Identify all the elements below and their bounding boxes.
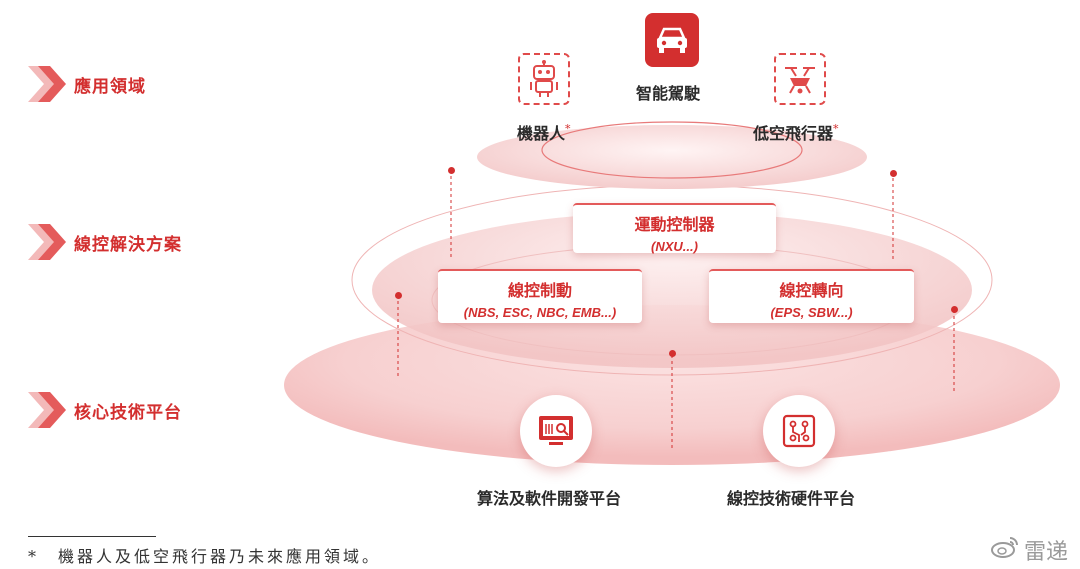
solution-products: (EPS, SBW...)	[770, 305, 853, 320]
solution-products: (NBS, ESC, NBC, EMB...)	[463, 305, 617, 320]
solution-disc	[372, 212, 972, 368]
monitor-icon	[520, 395, 592, 467]
weibo-icon	[990, 535, 1020, 565]
solution-card-brake-by-wire: 線控制動 (NBS, ESC, NBC, EMB...)	[438, 269, 642, 323]
solution-products: (NXU...)	[651, 239, 698, 254]
software-platform-label: 算法及軟件開發平台	[477, 489, 622, 508]
layer-label-solutions: 線控解決方案	[28, 222, 182, 262]
watermark-text: 雷递	[1023, 540, 1068, 565]
solution-card-steer-by-wire: 線控轉向 (EPS, SBW...)	[709, 269, 914, 323]
layer-title: 核心技術平台	[74, 402, 182, 423]
drone-label: 低空飛行器*	[753, 122, 839, 143]
drone-icon	[774, 53, 826, 105]
layer-label-platforms: 核心技術平台	[28, 390, 182, 430]
connector-dot	[395, 292, 402, 299]
layer-title: 應用領域	[74, 76, 146, 97]
connector-dot	[448, 167, 455, 174]
circuit-icon	[763, 395, 835, 467]
autonomous-driving-label: 智能駕駛	[636, 84, 701, 103]
footnote-divider	[28, 536, 156, 537]
watermark: 雷递	[990, 534, 1068, 566]
connector-dot	[951, 306, 958, 313]
connector-dot	[669, 350, 676, 357]
solution-title: 運動控制器	[634, 215, 715, 234]
robot-label: 機器人*	[517, 122, 571, 143]
solution-title: 線控制動	[507, 281, 572, 300]
chevron-right-icon	[28, 222, 68, 262]
solution-title: 線控轉向	[779, 281, 844, 300]
application-disc	[477, 125, 867, 189]
layer-title: 線控解決方案	[74, 234, 182, 255]
solution-card-motion-controller: 運動控制器 (NXU...)	[573, 203, 776, 254]
hardware-platform-label: 線控技術硬件平台	[727, 489, 856, 508]
chevron-right-icon	[28, 390, 68, 430]
chevron-right-icon	[28, 64, 68, 104]
layer-label-applications: 應用領域	[28, 64, 146, 104]
connector-dot	[890, 170, 897, 177]
footnote: * 機器人及低空飛行器乃未來應用領域。	[28, 547, 382, 566]
car-icon	[645, 13, 699, 67]
robot-icon	[518, 53, 570, 105]
